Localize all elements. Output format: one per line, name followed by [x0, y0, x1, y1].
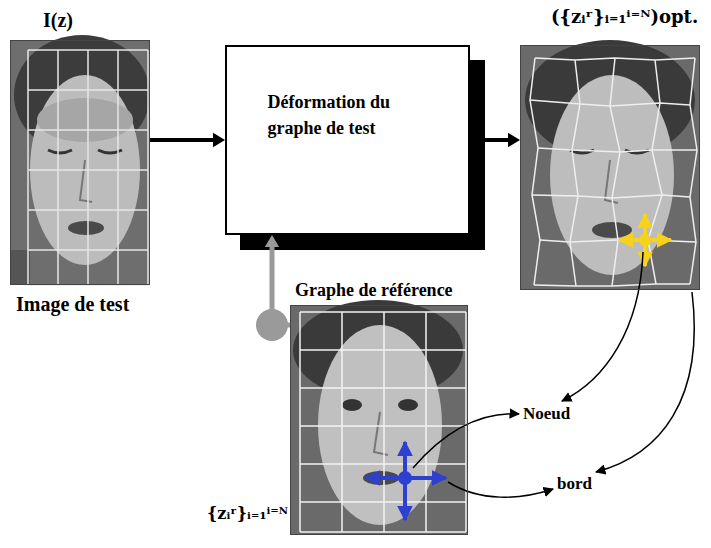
image-frame: I(z)Image de test	[10, 40, 150, 285]
graph-symbol: {zᵢʳ}ᵢ₌₁ⁱ⁼ᴺ	[207, 504, 288, 523]
image-caption: Graphe de référence	[295, 280, 453, 301]
reference-face-image	[290, 300, 468, 535]
image-frame: Graphe de référence{zᵢʳ}ᵢ₌₁ⁱ⁼ᴺ	[290, 305, 468, 535]
image-symbol: I(z)	[43, 9, 73, 32]
flow-arrow	[150, 133, 225, 147]
graph-symbol: ({zᵢʳ}ᵢ₌₁ⁱ⁼ᴺ)opt.	[551, 6, 698, 27]
image-caption: Image de test	[16, 293, 129, 316]
part-label: bord	[557, 474, 592, 494]
process-label: Déformation du graphe de test	[268, 89, 428, 141]
flow-arrow	[265, 235, 290, 325]
test-face-image	[10, 35, 150, 285]
process-box: Déformation du graphe de test	[225, 45, 470, 235]
leader-lines	[413, 252, 694, 497]
flow-arrow	[470, 133, 520, 147]
part-label: Noeud	[523, 404, 570, 424]
deformed-face-image	[520, 40, 700, 290]
image-frame: ({zᵢʳ}ᵢ₌₁ⁱ⁼ᴺ)opt.	[520, 45, 700, 290]
